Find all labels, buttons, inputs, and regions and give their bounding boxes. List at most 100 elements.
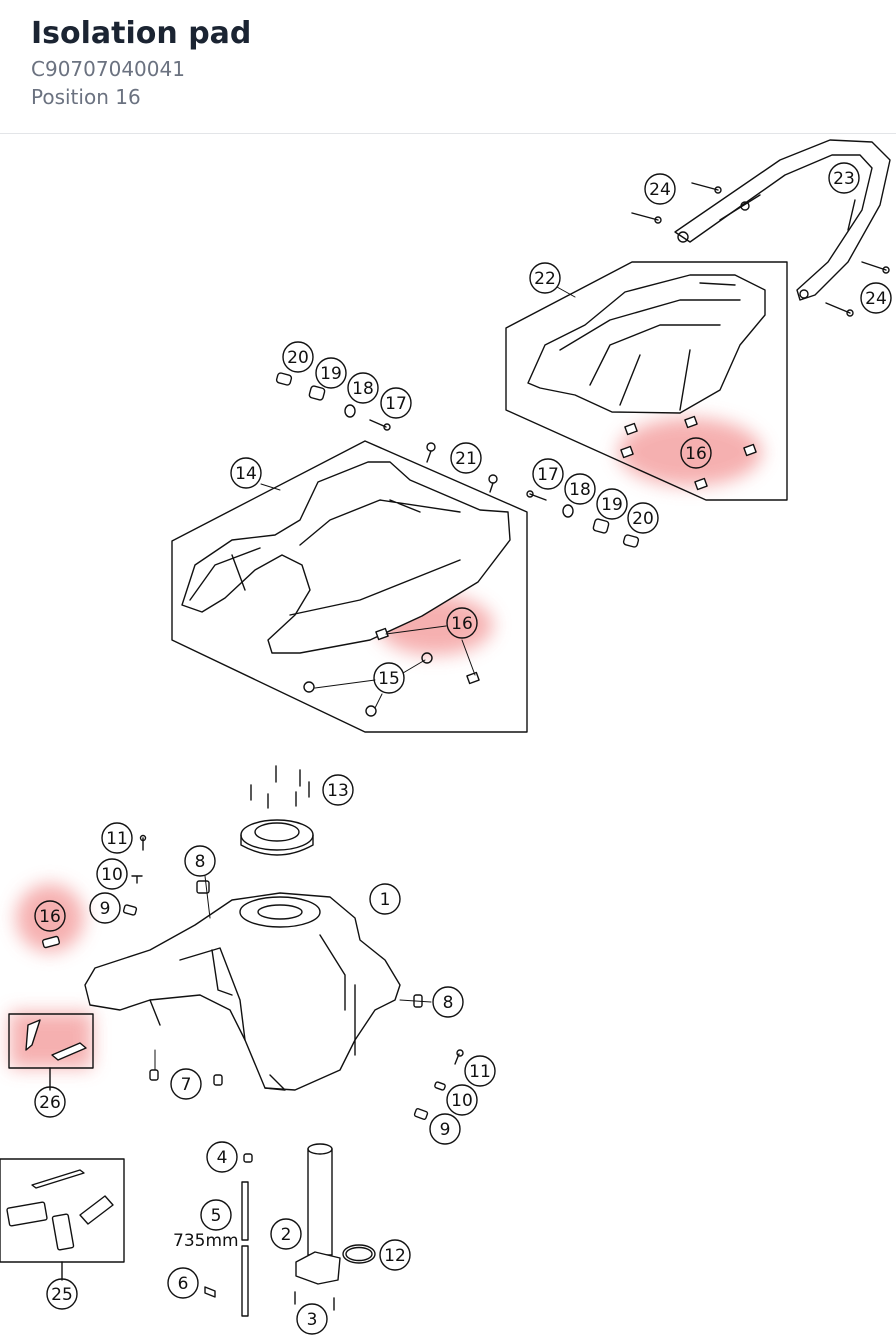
pad-16-tank	[41, 935, 61, 949]
callout-label: 19	[320, 364, 342, 384]
callout-label: 8	[443, 993, 454, 1013]
hose-length-label: 735mm	[173, 1231, 239, 1251]
callout-15: 15	[373, 662, 405, 694]
callout-25: 25	[46, 1278, 78, 1310]
callout-24: 24	[644, 173, 676, 205]
callout-2: 2	[270, 1218, 302, 1250]
callout-label: 21	[455, 449, 477, 469]
callout-19: 19	[315, 357, 347, 389]
callout-label: 2	[281, 1225, 292, 1245]
callout-label: 3	[307, 1310, 318, 1330]
callout-label: 25	[51, 1285, 73, 1305]
rear-seat-frame	[505, 261, 788, 501]
callout-17: 17	[380, 387, 412, 419]
callout-label: 18	[352, 379, 374, 399]
callout-label: 13	[327, 781, 349, 801]
callout-label: 10	[101, 865, 123, 885]
screws-13	[250, 765, 310, 809]
callout-20: 20	[282, 341, 314, 373]
callout-label: 17	[537, 465, 559, 485]
callout-3: 3	[296, 1303, 328, 1335]
callout-label: 14	[235, 464, 257, 484]
highlight-kit-26	[10, 1012, 92, 1068]
callout-label: 16	[39, 907, 61, 927]
callout-1: 1	[369, 883, 401, 915]
highlight-pad-rear-seat	[618, 418, 762, 486]
callout-7: 7	[170, 1068, 202, 1100]
callout-4: 4	[206, 1141, 238, 1173]
callout-11: 11	[464, 1055, 496, 1087]
callout-20: 20	[627, 502, 659, 534]
callout-16: 16	[446, 607, 478, 639]
callout-14: 14	[230, 457, 262, 489]
filler-cap	[240, 819, 314, 856]
buffers-15	[303, 652, 433, 717]
callout-24: 24	[860, 282, 892, 314]
highlight-pad-tank	[16, 884, 84, 952]
o-ring-12	[342, 1244, 376, 1264]
callout-label: 9	[100, 899, 111, 919]
pads-16-rear	[620, 415, 757, 491]
callout-label: 11	[106, 829, 128, 849]
rear-seat-22	[527, 274, 766, 414]
callout-label: 20	[287, 348, 309, 368]
callout-label: 24	[649, 180, 671, 200]
fuel-pump-2	[294, 1143, 341, 1311]
callout-label: 1	[380, 890, 391, 910]
fasteners-left	[122, 834, 147, 916]
callout-10: 10	[96, 858, 128, 890]
callout-18: 18	[564, 473, 596, 505]
callout-9: 9	[89, 892, 121, 924]
callout-label: 18	[569, 480, 591, 500]
callout-13: 13	[322, 774, 354, 806]
kit-26	[8, 1013, 94, 1091]
callout-label: 8	[195, 852, 206, 872]
leader-lines	[154, 286, 576, 1071]
callout-5: 5	[200, 1199, 232, 1231]
callout-22: 22	[529, 262, 561, 294]
part-number: C90707040041	[31, 57, 185, 81]
callout-16: 16	[34, 900, 66, 932]
callout-8: 8	[432, 986, 464, 1018]
bolts-24	[631, 182, 890, 317]
exploded-parts-diagram: 2423222420191817142116171819201615131110…	[0, 139, 892, 1335]
callout-label: 19	[601, 495, 623, 515]
page-title: Isolation pad	[31, 16, 252, 51]
callout-label: 23	[833, 169, 855, 189]
fuel-tank-1	[84, 892, 401, 1091]
fasteners-right	[413, 1049, 464, 1120]
callout-21: 21	[450, 442, 482, 474]
callout-16: 16	[680, 437, 712, 469]
callout-label: 6	[178, 1274, 189, 1294]
callout-label: 12	[384, 1246, 406, 1266]
position-label: Position 16	[31, 85, 141, 109]
front-seat-frame	[171, 440, 528, 733]
callout-26: 26	[34, 1086, 66, 1118]
callout-label: 17	[385, 394, 407, 414]
callout-label: 10	[451, 1091, 473, 1111]
callout-label: 24	[865, 289, 887, 309]
header: Isolation pad C90707040041 Position 16	[0, 0, 896, 134]
callout-11: 11	[101, 822, 133, 854]
callout-label: 15	[378, 669, 400, 689]
callout-18: 18	[347, 372, 379, 404]
spacers-right	[526, 490, 640, 548]
hose-parts	[204, 1153, 253, 1317]
callout-23: 23	[828, 162, 860, 194]
callout-label: 7	[181, 1075, 192, 1095]
kit-25	[0, 1158, 125, 1281]
front-seat-14	[181, 461, 511, 654]
callout-label: 9	[440, 1120, 451, 1140]
callout-12: 12	[379, 1239, 411, 1271]
rivets-21	[426, 442, 498, 493]
callout-label: 16	[685, 444, 707, 464]
pads-16-front	[375, 627, 480, 685]
callout-8: 8	[184, 845, 216, 877]
callout-label: 5	[211, 1206, 222, 1226]
callout-10: 10	[446, 1084, 478, 1116]
callout-6: 6	[167, 1267, 199, 1299]
callout-19: 19	[596, 488, 628, 520]
callout-label: 11	[469, 1062, 491, 1082]
grab-handle-23	[674, 139, 891, 301]
callout-label: 4	[217, 1148, 228, 1168]
